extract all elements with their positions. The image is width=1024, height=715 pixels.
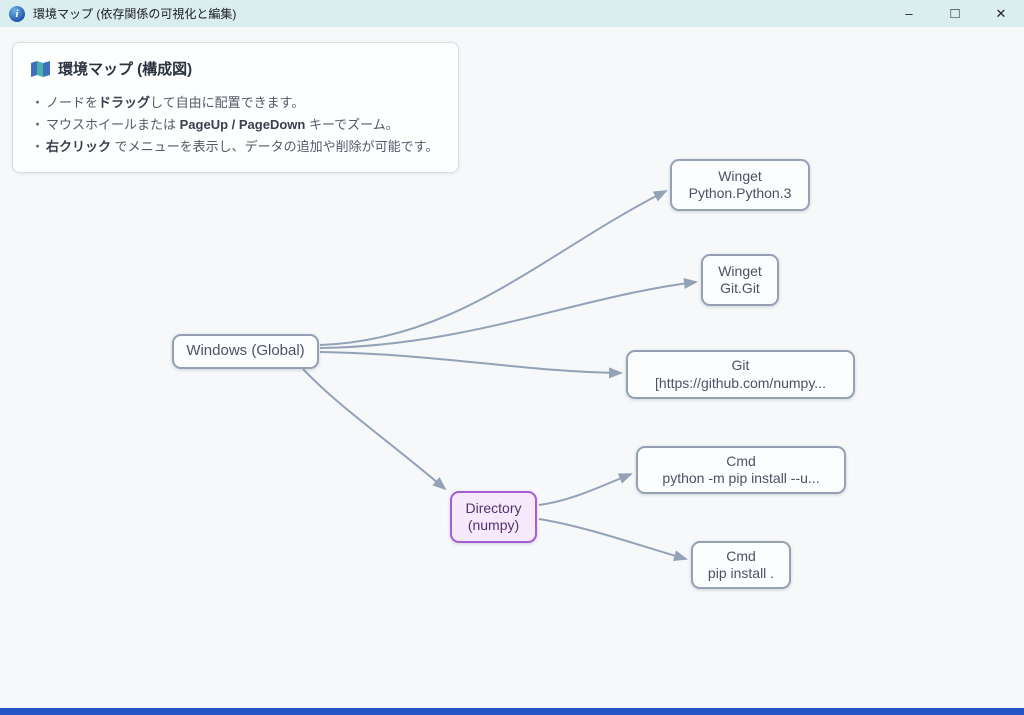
edge-windows-global--directory-numpy <box>302 368 447 491</box>
node-label: Windows (Global) <box>186 342 305 360</box>
node-label: Winget <box>718 262 762 279</box>
info-panel-title: 環境マップ (構成図) <box>58 61 193 78</box>
node-label: Git.Git <box>720 280 760 296</box>
info-bullet-list: ・ノードをドラッグして自由に配置できます。・マウスホイールまたは PageUp … <box>31 92 440 158</box>
info-panel: 環境マップ (構成図) ・ノードをドラッグして自由に配置できます。・マウスホイー… <box>12 42 459 174</box>
node-directory-numpy[interactable]: Directory(numpy) <box>450 491 537 543</box>
edge-windows-global--winget-python <box>319 190 668 346</box>
minimize-button[interactable]: – <box>905 6 913 21</box>
edge-windows-global--winget-git <box>319 278 698 349</box>
info-bullet: ・ノードをドラッグして自由に配置できます。 <box>31 95 305 110</box>
node-label: Git <box>731 357 750 373</box>
node-git-repo[interactable]: Git[https://github.com/numpy... <box>626 350 855 399</box>
edge-windows-global--git-repo <box>319 351 623 379</box>
info-panel-header: 環境マップ (構成図) <box>31 58 440 79</box>
node-windows-global[interactable]: Windows (Global) <box>172 334 319 369</box>
taskbar-strip <box>0 708 1024 715</box>
node-label: pip install . <box>707 565 775 581</box>
map-icon <box>31 60 50 77</box>
node-label: Winget <box>718 167 762 184</box>
window-title: 環境マップ (依存関係の可視化と編集) <box>33 7 237 21</box>
info-icon: i <box>9 5 25 22</box>
close-button[interactable]: ✕ <box>995 5 1007 21</box>
node-label: [https://github.com/numpy... <box>655 374 826 391</box>
node-label: python -m pip install --u... <box>662 470 820 486</box>
title-bar: i 環境マップ (依存関係の可視化と編集) – □ ✕ <box>0 0 1024 27</box>
node-label: Python.Python.3 <box>688 185 792 201</box>
node-label: Cmd <box>726 452 756 469</box>
node-label: (numpy) <box>467 517 520 533</box>
node-label: Cmd <box>726 547 756 564</box>
info-bullet: ・右クリック でメニューを表示し、データの追加や削除が可能です。 <box>31 139 439 155</box>
info-bullet: ・マウスホイールまたは PageUp / PageDown キーでズーム。 <box>31 117 399 133</box>
window-controls: – □ ✕ <box>886 0 1024 27</box>
node-label: Directory <box>465 499 522 516</box>
edge-directory-numpy--cmd-pip-install <box>538 518 688 561</box>
edge-directory-numpy--cmd-pip-upgrade <box>538 473 633 506</box>
maximize-button[interactable]: □ <box>950 5 960 22</box>
